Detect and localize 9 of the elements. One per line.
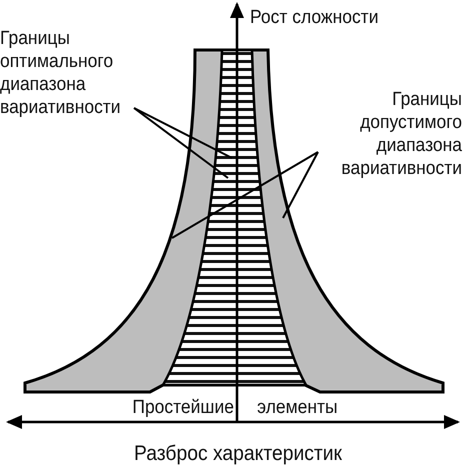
callout-text: Границы оптимального диапазона вариативности <box>0 27 138 119</box>
axis-label: Рост сложности <box>250 6 378 29</box>
axis-label: Разброс характеристик <box>132 442 343 465</box>
leader-line <box>134 107 232 159</box>
leader-line <box>282 152 319 218</box>
callout-text: Границы допустимого диапазона вариативности <box>324 88 462 180</box>
leader-line <box>133 107 229 179</box>
leader-line <box>172 151 318 239</box>
axis-label: Простейшие элементы <box>131 396 339 419</box>
